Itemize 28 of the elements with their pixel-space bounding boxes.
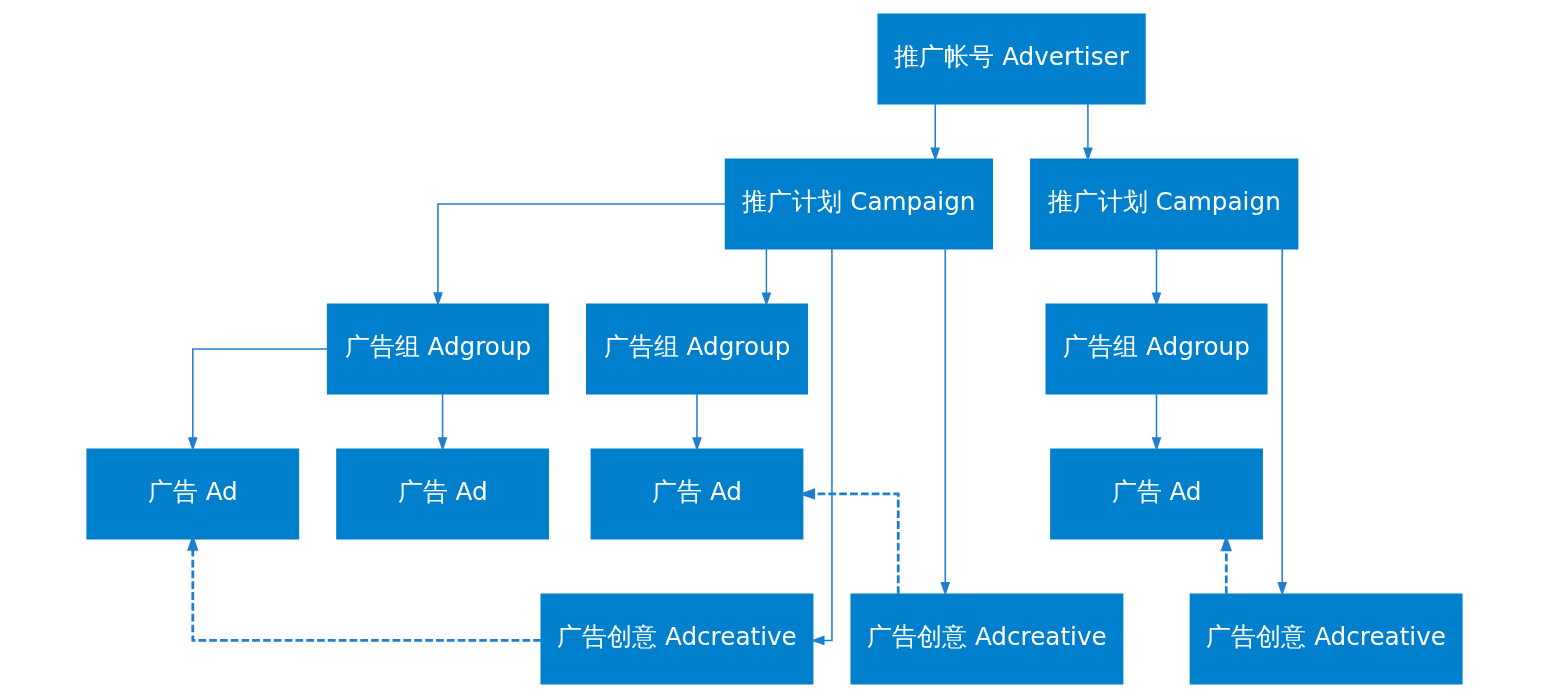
node-box: 广告组 Adgroup [1045,303,1268,395]
arrow [1220,534,1232,594]
arrow [810,248,833,646]
arrow [798,488,900,594]
arrow [761,248,771,307]
arrow [691,393,702,452]
node-box: 推广帐号 Advertiser [876,13,1146,105]
node-box: 广告创意 Adcreative [1189,593,1463,685]
node-box: 广告组 Adgroup [326,303,549,395]
node-box: 广告 Ad [85,448,299,540]
node-box: 广告创意 Adcreative [849,593,1123,685]
node-box: 广告组 Adgroup [585,303,808,395]
node-box: 广告 Ad [1049,448,1263,540]
arrow [1151,248,1161,307]
arrow [1151,393,1161,452]
arrow [187,348,328,452]
arrow [1276,248,1287,596]
node-box: 推广计划 Campaign [724,158,993,250]
node-box: 广告 Ad [335,448,549,540]
arrow [939,248,950,596]
node-box: 广告创意 Adcreative [540,593,813,685]
arrow [432,203,726,307]
arrow [1082,103,1093,162]
arrow [929,103,940,162]
node-box: 推广计划 Campaign [1029,158,1298,250]
arrow [437,393,447,452]
node-box: 广告 Ad [590,448,803,540]
arrow [186,534,541,642]
